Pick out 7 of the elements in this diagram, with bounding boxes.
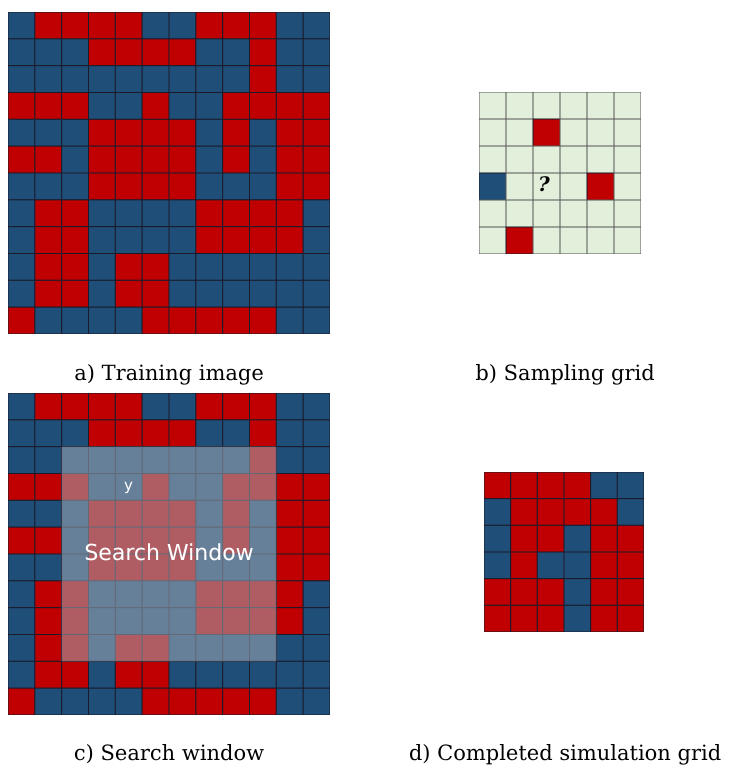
panel-caption: a) Training image bbox=[74, 363, 264, 384]
panel-caption: b) Sampling grid bbox=[475, 363, 655, 384]
panel-caption: c) Search window bbox=[74, 743, 264, 764]
window-label: Search Window bbox=[84, 543, 254, 565]
panel-caption: d) Completed simulation grid bbox=[408, 743, 722, 764]
cell-label: y bbox=[124, 478, 133, 493]
unknown-cell-mark: ? bbox=[538, 174, 550, 194]
